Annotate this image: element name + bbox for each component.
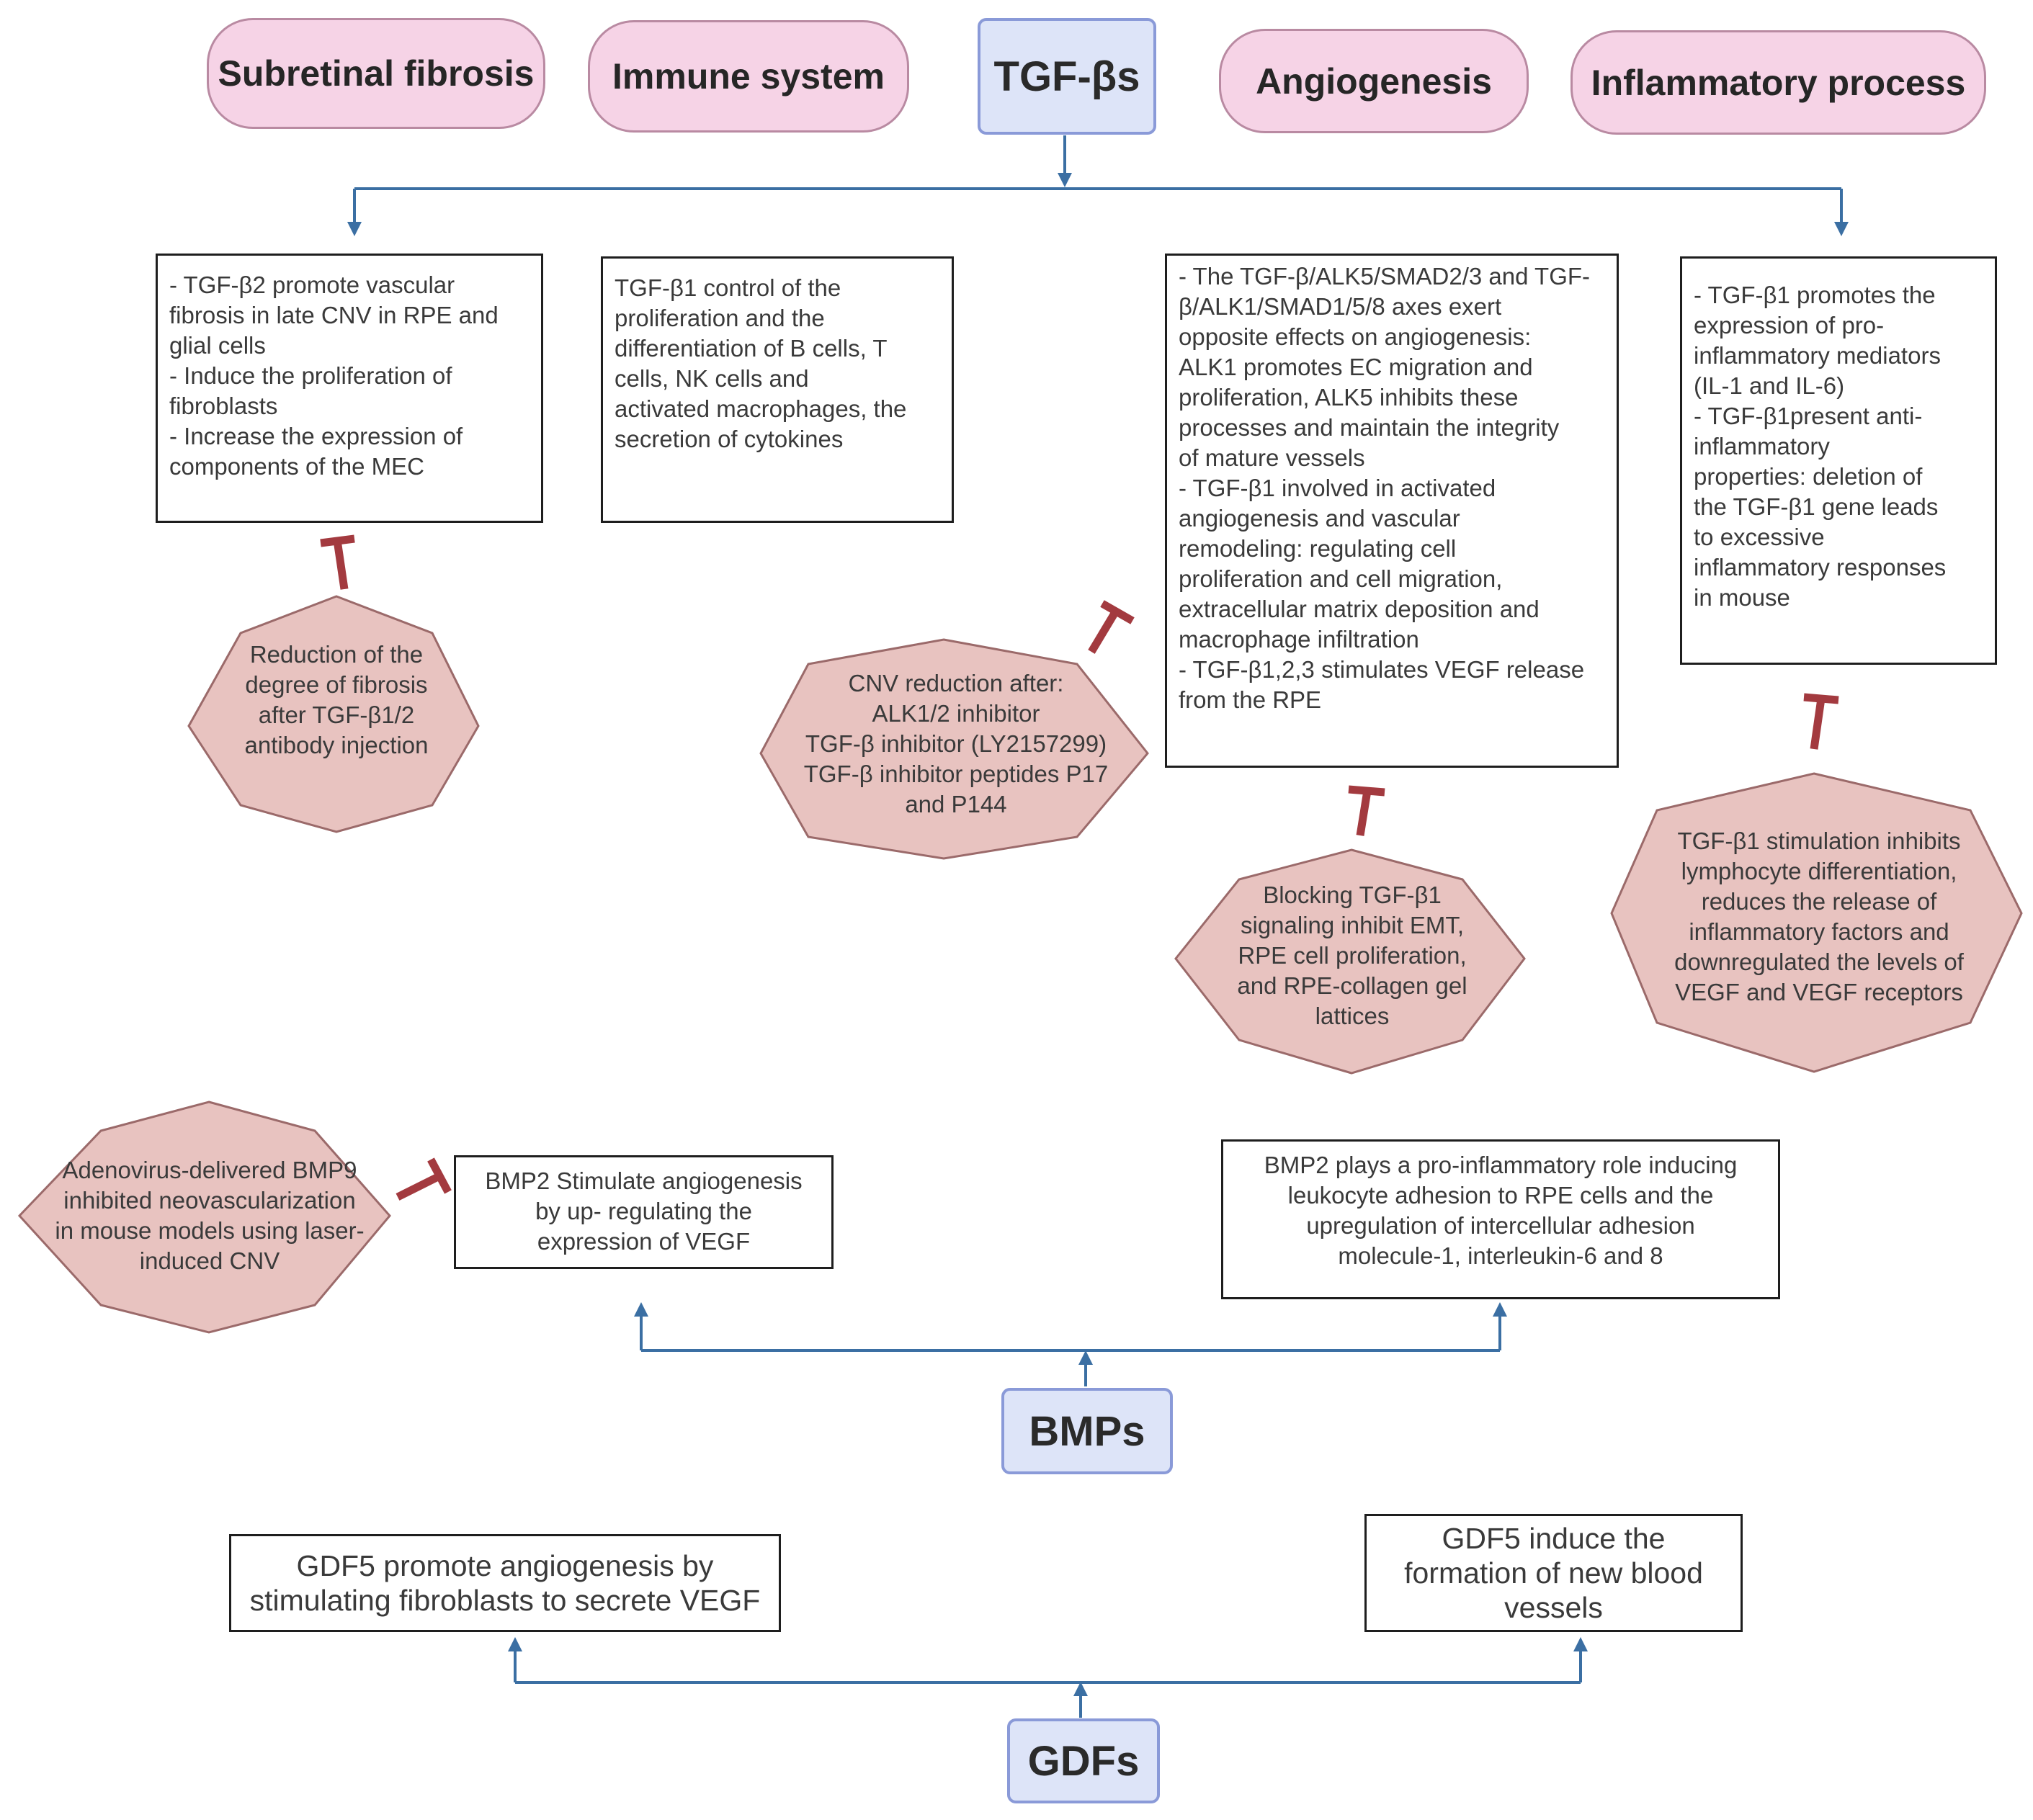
hub-bmps-label: BMPs [1029, 1407, 1145, 1455]
gdf-angiogenesis-box: GDF5 promote angiogenesis by stimulating… [229, 1534, 781, 1632]
tgf-immune-box: TGF-β1 control of the proliferation and … [601, 256, 954, 523]
category-angiogenesis-label: Angiogenesis [1256, 60, 1492, 102]
bmp-inflammation-box: BMP2 plays a pro-inflammatory role induc… [1221, 1139, 1780, 1299]
inhibition-marks [320, 534, 1839, 1201]
hub-gdfs-label: GDFs [1027, 1737, 1140, 1785]
octagon-fibrosis [187, 595, 480, 833]
inhibitor-stimulation-label: TGF-β1 stimulation inhibits lymphocyte d… [1674, 828, 1964, 1005]
category-subretinal-fibrosis: Subretinal fibrosis [207, 18, 545, 129]
category-subretinal-fibrosis-label: Subretinal fibrosis [218, 53, 535, 94]
inhibitor-fibrosis-label: Reduction of the degree of fibrosis afte… [244, 641, 429, 758]
bmp-angiogenesis-box: BMP2 Stimulate angiogenesis by up- regul… [454, 1155, 834, 1269]
tgf-connectors [347, 135, 1849, 236]
tgf-angiogenesis-box: - The TGF-β/ALK5/SMAD2/3 and TGF- β/ALK1… [1165, 254, 1619, 768]
inhibitor-blocking-label: Blocking TGF-β1 signaling inhibit EMT, R… [1237, 882, 1467, 1029]
inhibition-mark-stimulation [1803, 693, 1839, 750]
hub-gdfs: GDFs [1007, 1718, 1160, 1803]
octagon-cnv [759, 638, 1149, 860]
category-inflammatory-process-label: Inflammatory process [1591, 62, 1966, 103]
hub-tgf-betas: TGF-βs [978, 18, 1156, 135]
tgf-fibrosis-box: - TGF-β2 promote vascular fibrosis in la… [156, 254, 543, 523]
tgf-inflammatory-box: - TGF-β1 promotes the expression of pro-… [1680, 256, 1997, 665]
category-immune-system: Immune system [588, 20, 909, 133]
gdf-connectors [508, 1637, 1588, 1718]
gdf-vessels-box: GDF5 induce the formation of new blood v… [1364, 1514, 1743, 1632]
octagon-bmp9 [17, 1100, 391, 1334]
inhibitor-cnv-label: CNV reduction after: ALK1/2 inhibitor TG… [803, 670, 1109, 817]
inhibition-mark-blocking [1348, 785, 1385, 836]
category-immune-system-label: Immune system [612, 56, 885, 97]
octagon-stimulation [1610, 772, 2023, 1073]
inhibitor-bmp9-label: Adenovirus-delivered BMP9 inhibited neov… [55, 1157, 365, 1274]
hub-tgf-betas-label: TGF-βs [993, 53, 1140, 100]
inhibition-mark-cnv [1088, 600, 1135, 654]
bmp-connectors [634, 1302, 1507, 1386]
hub-bmps: BMPs [1001, 1388, 1173, 1474]
category-angiogenesis: Angiogenesis [1219, 29, 1529, 133]
inhibition-mark-bmp9 [396, 1157, 452, 1201]
octagon-blocking [1174, 848, 1526, 1075]
category-inflammatory-process: Inflammatory process [1570, 30, 1986, 135]
inhibition-mark-fibrosis [320, 534, 355, 590]
